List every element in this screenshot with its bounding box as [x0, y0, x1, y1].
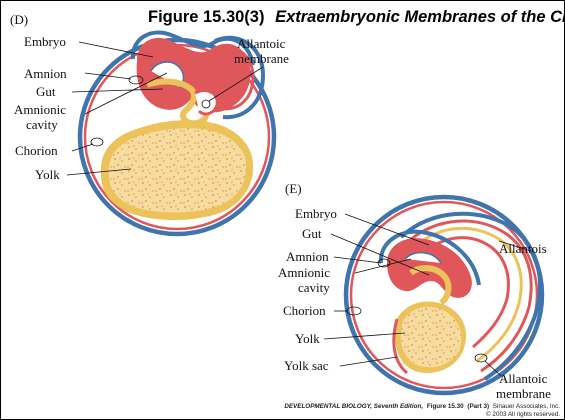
svg-text:Figure 15.30(3) Extraembry: Figure 15.30(3) Extraembryonic Membranes…: [148, 8, 564, 26]
label-embryo-d: Embryo: [24, 34, 66, 49]
label-yolk-d: Yolk: [35, 167, 60, 182]
panel-d: (D) Embryo Amnion Gut Amnioni: [10, 12, 289, 234]
label-amnion-d: Amnion: [24, 66, 67, 81]
panel-e-tag: (E): [285, 181, 302, 196]
credit-figure: Figure 15.30: [427, 403, 464, 410]
yolk-mass-d: [109, 128, 246, 212]
figure-number: Figure 15.30(3): [148, 8, 264, 26]
credit-line-1: DEVELOPMENTAL BIOLOGY, Seventh Edition, …: [284, 403, 560, 410]
label-allantoic-d: Allantoic: [237, 36, 286, 51]
label-cavity-d: cavity: [26, 117, 58, 132]
label-embryo-e: Embryo: [295, 206, 337, 221]
credit-book: DEVELOPMENTAL BIOLOGY, Seventh Edition,: [284, 403, 423, 410]
label-gut-d: Gut: [36, 84, 56, 99]
credit-publisher: Sinauer Associates, Inc.: [493, 403, 560, 410]
label-allantoic-e: Allantoic: [499, 371, 548, 386]
label-yolk-e: Yolk: [295, 331, 320, 346]
label-yolk-sac-e: Yolk sac: [284, 358, 329, 373]
panel-e: (E) Embryo Gut Amnio: [278, 181, 551, 401]
label-chorion-e: Chorion: [283, 303, 326, 318]
label-allantois-e: Allantois: [499, 241, 547, 256]
label-cavity-e: cavity: [298, 280, 330, 295]
label-gut-e: Gut: [302, 226, 322, 241]
label-chorion-d: Chorion: [15, 143, 58, 158]
panel-d-tag: (D): [10, 12, 28, 27]
credit-part: (Part 3): [467, 403, 489, 410]
label-amnion-e: Amnion: [286, 249, 329, 264]
credit-rights: © 2003 All rights reserved.: [486, 410, 560, 418]
label-membrane-e: membrane: [496, 386, 551, 401]
figure-title: Extraembryonic Membranes of the Chick: [275, 8, 564, 26]
label-amnionic-d: Amnionic: [14, 102, 66, 117]
label-membrane-d: membrane: [234, 51, 289, 66]
label-amnionic-e: Amnionic: [278, 265, 330, 280]
